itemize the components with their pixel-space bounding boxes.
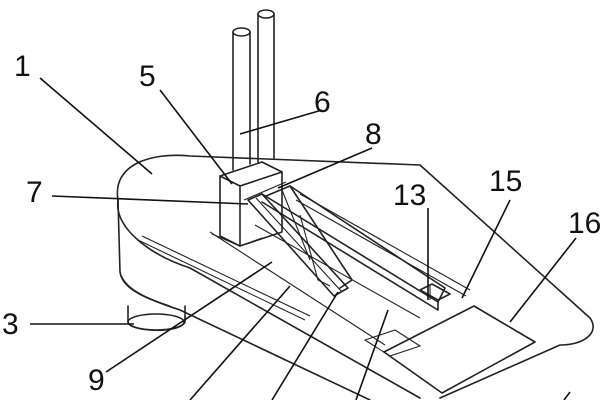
label-15: 15	[489, 165, 522, 198]
base-housing	[116, 154, 594, 401]
label-16: 16	[568, 207, 601, 240]
link-arm	[243, 181, 353, 297]
label-8: 8	[365, 118, 382, 151]
hatched-pad	[383, 305, 536, 394]
label-13: 13	[393, 179, 426, 212]
label-5: 5	[139, 60, 156, 93]
column-block	[211, 161, 283, 247]
foot	[127, 305, 186, 332]
leader-lines	[30, 77, 577, 401]
rail-slots	[137, 193, 471, 321]
label-3: 3	[2, 308, 19, 341]
label-1: 1	[14, 50, 31, 83]
channel	[209, 224, 422, 357]
vertical-rods	[232, 9, 275, 171]
reference-labels: 1 5 6 8 7 13 15 16 3 9	[2, 50, 601, 397]
label-9: 9	[88, 364, 105, 397]
label-6: 6	[314, 86, 331, 119]
label-7: 7	[26, 176, 43, 209]
